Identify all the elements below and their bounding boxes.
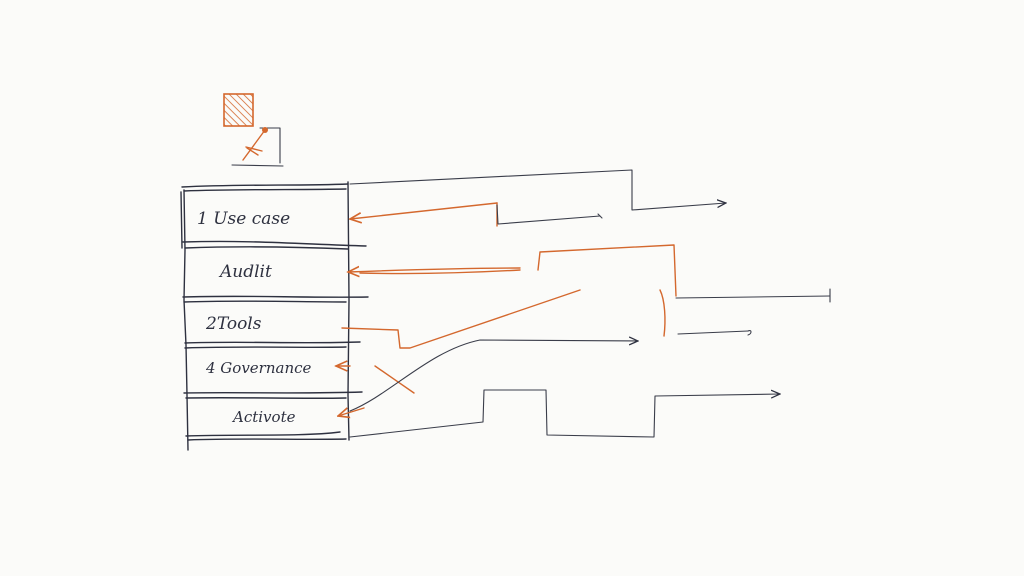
step-label-tools: 2Tools [205, 314, 262, 334]
hatched-flag-icon [223, 93, 254, 127]
step-label-activate: Activote [231, 408, 296, 426]
ink-flow-lines [349, 169, 831, 438]
step-label-governance: 4 Governance [205, 359, 312, 377]
stick-figure-icon [231, 127, 284, 167]
step-label-use-case: 1 Use case [197, 209, 290, 229]
step-stack [180, 181, 369, 451]
orange-flow-lines [336, 202, 677, 416]
step-label-audit: Audlit [218, 262, 272, 282]
